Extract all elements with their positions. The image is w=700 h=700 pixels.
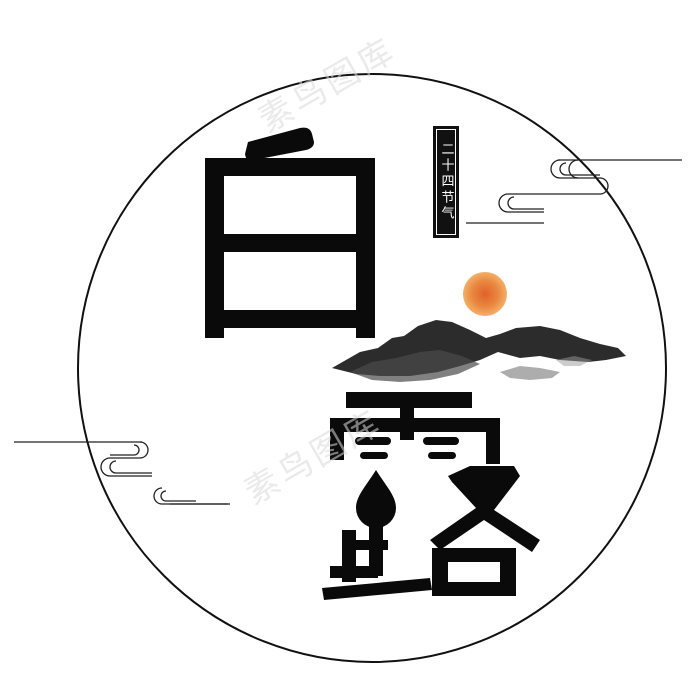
character-bai [205,127,375,338]
cloud-icon [466,159,682,224]
mountain-ink-icon [332,320,626,382]
solar-terms-tag: 二十四节气 [433,126,459,238]
solar-terms-tag-text: 二十四节气 [438,142,454,222]
water-drop-icon [356,470,396,576]
cloud-icon [14,441,230,505]
solar-terms-tag-border: 二十四节气 [436,129,456,235]
outer-circle [77,73,667,663]
sun-icon [463,272,507,316]
